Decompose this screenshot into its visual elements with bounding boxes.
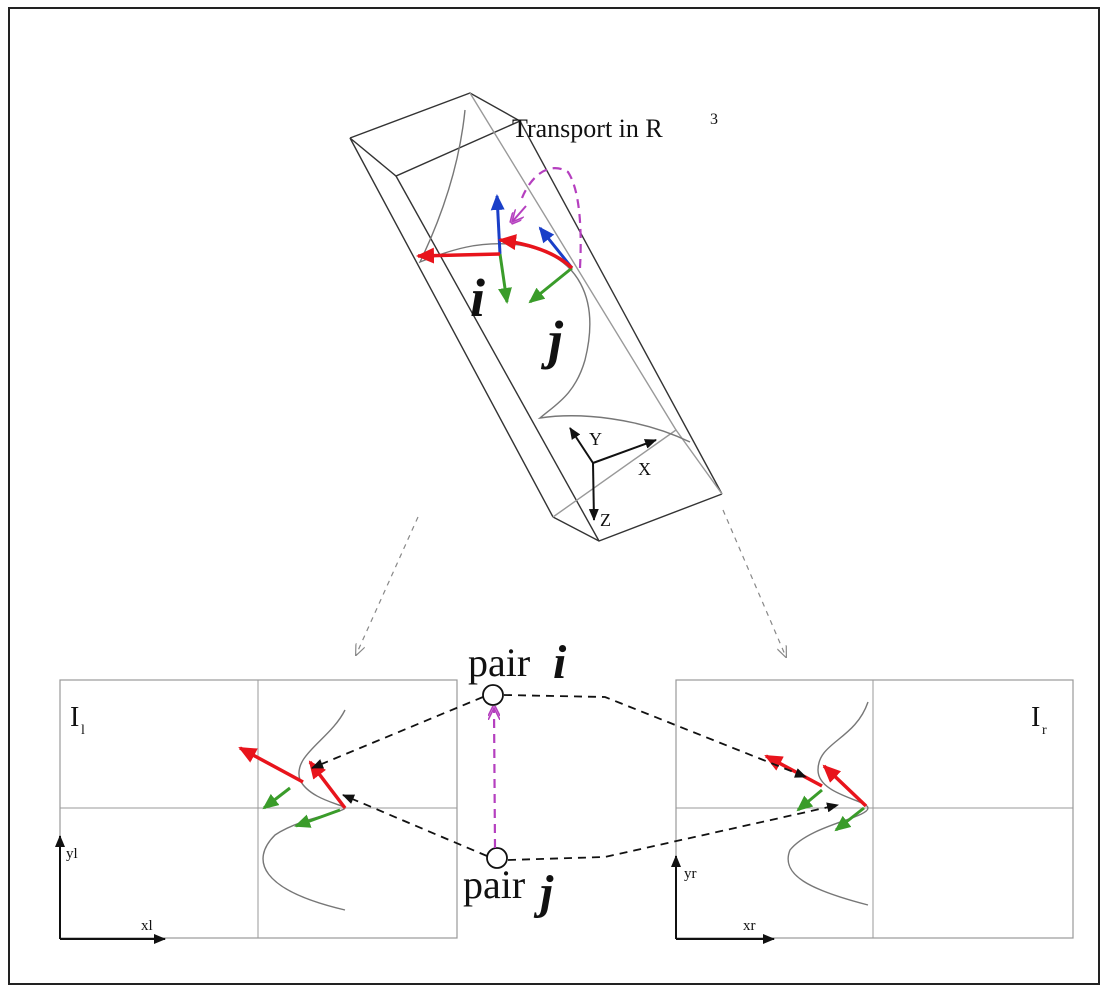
- tube-box: [349, 92, 723, 542]
- tube-curve: [418, 109, 691, 443]
- pair-i-word: pair: [468, 640, 530, 685]
- projection-arrow-left: [356, 516, 419, 655]
- frame-i-3d: [416, 194, 512, 304]
- transport-label-superscript: 3: [710, 111, 718, 128]
- projection-arrow-right: [722, 509, 786, 657]
- right-image-curve: [787, 701, 869, 906]
- left-axis-x-label: xl: [141, 918, 153, 934]
- right-image-axes: [671, 855, 775, 944]
- world-axes: [569, 427, 657, 521]
- pair-i-marker: [482, 684, 504, 706]
- correspondence-lines: [311, 694, 839, 861]
- left-image-curve: [262, 709, 346, 911]
- point-i-label-3d: i: [470, 268, 485, 328]
- right-image-label-sub: r: [1042, 723, 1047, 738]
- transport-path-3d: [520, 167, 582, 269]
- left-image-label: I: [70, 702, 79, 733]
- outer-frame: [8, 7, 1100, 985]
- point-j-label-3d: j: [540, 310, 564, 370]
- pair-j-letter: j: [533, 866, 554, 919]
- transport-label: Transport in R: [512, 114, 663, 143]
- axis-x-label-3d: X: [638, 459, 651, 479]
- transport-arrow-head-3d: [512, 205, 527, 222]
- axis-y-label-3d: Y: [589, 429, 602, 449]
- left-image-label-sub: l: [81, 723, 85, 738]
- pair-j-marker: [486, 847, 508, 869]
- frame-j-3d: [498, 226, 574, 304]
- transport-arrow-pairs: [494, 708, 495, 849]
- left-image-axes: [55, 835, 166, 944]
- right-image-panel: [675, 679, 1074, 939]
- left-frame-j: [294, 760, 347, 828]
- pair-i-letter: i: [553, 636, 567, 689]
- axis-z-label-3d: Z: [600, 510, 611, 530]
- pair-j-word: pair: [463, 862, 525, 907]
- left-image-panel: [59, 679, 458, 939]
- right-axis-y-label: yr: [684, 866, 697, 882]
- right-axis-x-label: xr: [743, 918, 756, 934]
- right-image-label: I: [1031, 702, 1040, 733]
- left-axis-y-label: yl: [66, 846, 78, 862]
- left-frame-i: [238, 746, 304, 810]
- right-frame-j: [822, 764, 868, 832]
